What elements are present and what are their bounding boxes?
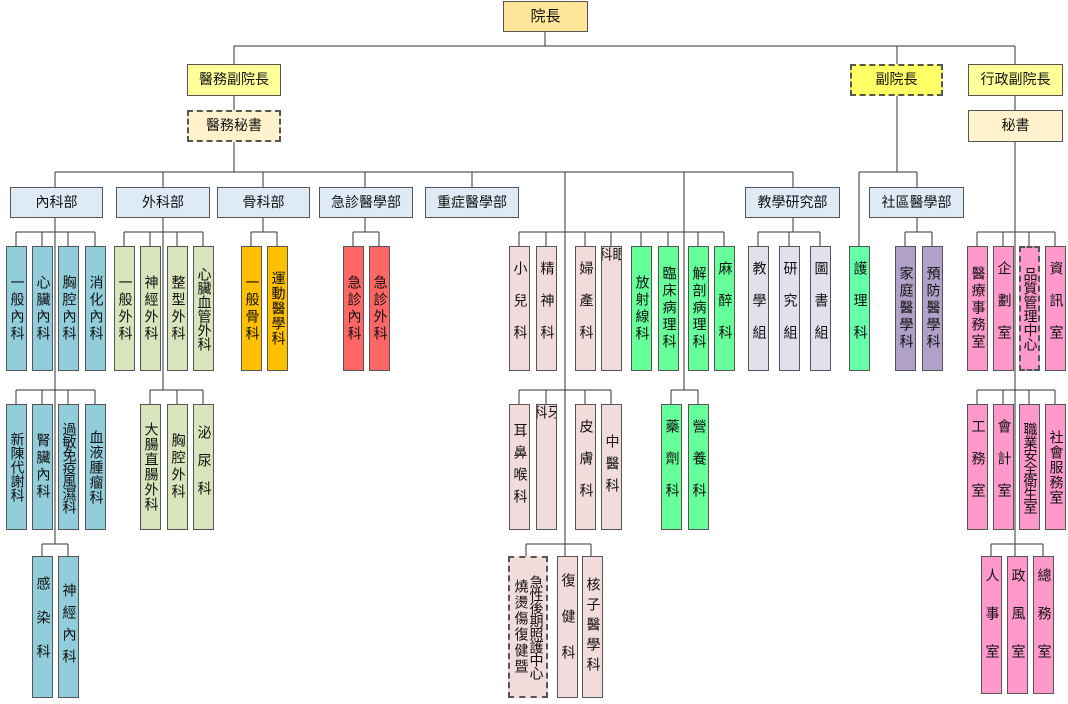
node-accounting: 會計室	[993, 404, 1014, 530]
node-dermatology: 皮膚科	[575, 404, 596, 530]
node-anesthesia: 麻醉科	[714, 246, 735, 371]
node-cardiology: 心臟內科	[32, 246, 53, 371]
node-medical-affairs: 醫療事務室	[967, 246, 988, 371]
node-er-surgery: 急診外科	[369, 246, 390, 371]
node-dept-teaching: 教學研究部	[745, 187, 840, 218]
node-general-internal: 一般內科	[6, 246, 27, 371]
node-nursing: 護理科	[849, 246, 870, 371]
node-vp: 副院長	[850, 64, 943, 96]
node-acute-care-label: 急性後期照護中心	[527, 575, 544, 679]
node-ethics: 政風室	[1007, 556, 1028, 694]
node-planning: 企劃室	[993, 246, 1014, 371]
node-rehab: 復健科	[557, 556, 578, 698]
node-burn-acute: 急性後期照護中心 燒燙傷復健暨	[508, 556, 548, 698]
node-anatomic-path: 解剖病理科	[688, 246, 709, 371]
node-engineering: 工務室	[967, 404, 988, 530]
node-safety: 職業安全衛生室	[1019, 404, 1040, 530]
node-dept-surgery: 外科部	[116, 187, 210, 218]
node-clinical-path: 臨床病理科	[658, 246, 679, 371]
node-radiology: 放射線科	[631, 246, 652, 371]
node-cardiovascular: 心臟血管外科	[193, 246, 214, 371]
node-gastro: 消化內科	[85, 246, 106, 371]
node-metabolism: 新陳代謝科	[6, 404, 27, 530]
node-nephrology: 腎臟內科	[32, 404, 53, 530]
node-dental: 牙科	[536, 404, 557, 530]
node-burn-label: 燒燙傷復健暨	[512, 579, 529, 675]
node-neurosurgery: 神經外科	[140, 246, 161, 371]
node-general-ortho: 一般骨科	[241, 246, 262, 371]
node-colorectal: 大腸直腸外科	[140, 404, 161, 530]
node-pediatrics: 小兒科	[509, 246, 530, 371]
node-general-surgery: 一般外科	[114, 246, 135, 371]
node-secretary: 秘書	[968, 110, 1063, 142]
node-vp-medical: 醫務副院長	[187, 64, 281, 96]
node-library-group: 圖書組	[810, 246, 831, 371]
node-quality: 品質管理中心	[1019, 246, 1040, 371]
node-plastic: 整型外科	[167, 246, 188, 371]
node-allergy: 過敏免疫風濕科	[58, 404, 79, 530]
node-chinese-med: 中醫科	[601, 404, 622, 530]
node-dept-community: 社區醫學部	[869, 187, 964, 218]
node-hematology: 血液腫瘤科	[85, 404, 106, 530]
node-preventive-med: 預防醫學科	[922, 246, 943, 371]
node-chest-internal: 胸腔內科	[58, 246, 79, 371]
node-personnel: 人事室	[981, 556, 1002, 694]
node-general-affairs: 總務室	[1033, 556, 1054, 694]
node-nutrition: 營養科	[688, 404, 709, 530]
node-research-group: 研究組	[779, 246, 800, 371]
node-infection: 感染科	[32, 556, 53, 698]
node-medical-secretary: 醫務秘書	[187, 110, 281, 142]
node-dept-critical: 重症醫學部	[425, 187, 519, 218]
node-president: 院長	[503, 1, 588, 32]
node-social: 社會服務室	[1045, 404, 1066, 530]
node-dept-internal: 內科部	[10, 187, 103, 218]
node-nuclear: 核子醫學科	[582, 556, 603, 698]
node-psychiatry: 精神科	[536, 246, 557, 371]
node-it: 資訊室	[1045, 246, 1066, 371]
node-sports: 運動醫學科	[267, 246, 288, 371]
node-dept-ortho: 骨科部	[217, 187, 310, 218]
node-er-internal: 急診內科	[343, 246, 364, 371]
node-dept-emergency: 急診醫學部	[319, 187, 413, 218]
node-obgyn: 婦產科	[575, 246, 596, 371]
node-pharmacy: 藥劑科	[661, 404, 682, 530]
node-family-med: 家庭醫學科	[895, 246, 916, 371]
node-vp-admin: 行政副院長	[968, 64, 1063, 96]
node-ophthalmology: 眼科	[601, 246, 622, 371]
node-chest-surgery: 胸腔外科	[167, 404, 188, 530]
node-ent: 耳鼻喉科	[509, 404, 530, 530]
node-teaching-group: 教學組	[748, 246, 769, 371]
node-urology: 泌尿科	[193, 404, 214, 530]
node-neurology: 神經內科	[58, 556, 79, 698]
